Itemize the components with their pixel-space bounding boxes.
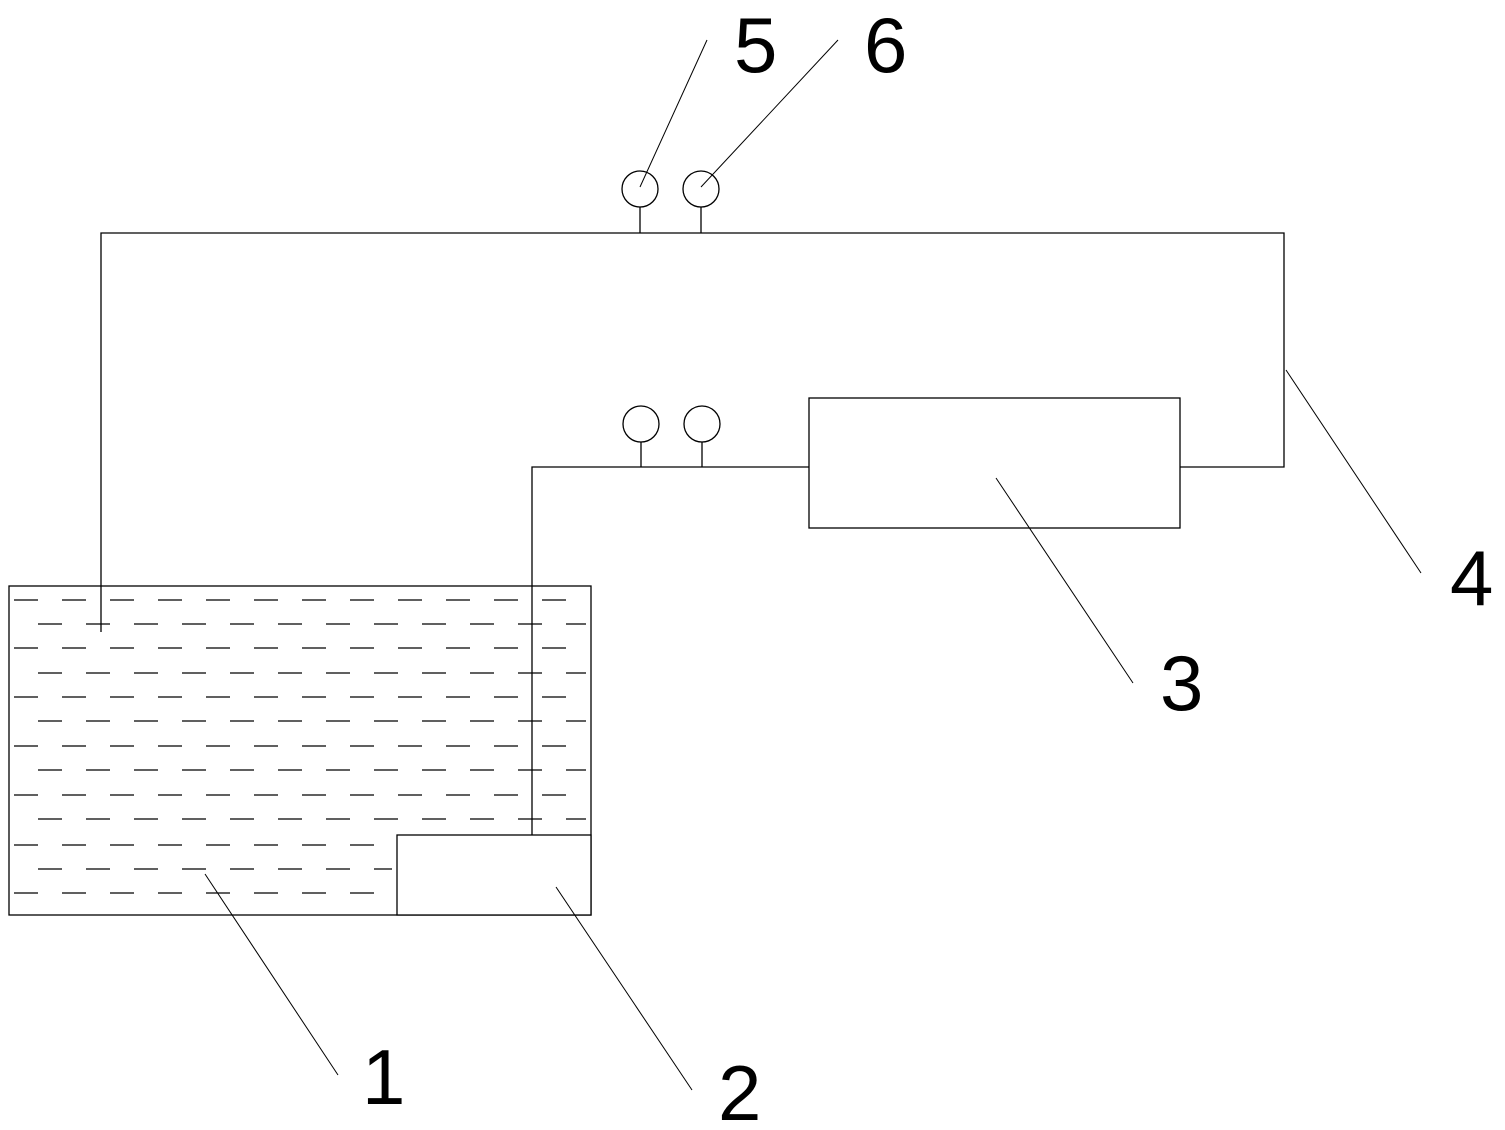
leader-line-5: [639, 39, 708, 188]
leader-line-4: [1285, 369, 1422, 574]
callout-6: 6: [864, 1, 907, 89]
callout-1: 1: [362, 1033, 405, 1121]
callout-4: 4: [1450, 534, 1493, 622]
callout-2: 2: [718, 1049, 761, 1130]
leader-line-6: [700, 39, 839, 188]
leader-line-1: [204, 873, 339, 1076]
return-pipe: [100, 232, 1285, 632]
tank-outline: [8, 585, 592, 916]
leader-line-3: [995, 477, 1134, 684]
leader-line-2: [555, 886, 693, 1091]
gauge-lower-left: [622, 405, 660, 467]
supply-pipe: [531, 466, 809, 835]
callout-5: 5: [734, 1, 777, 89]
callout-3: 3: [1160, 639, 1203, 727]
gauge-lower-right: [683, 405, 721, 467]
gauge-5: [621, 170, 659, 233]
gauge-6: [682, 170, 720, 233]
device-box: [808, 397, 1181, 529]
tank-liquid-hatching: [14, 599, 586, 894]
pump-box: [396, 834, 592, 916]
